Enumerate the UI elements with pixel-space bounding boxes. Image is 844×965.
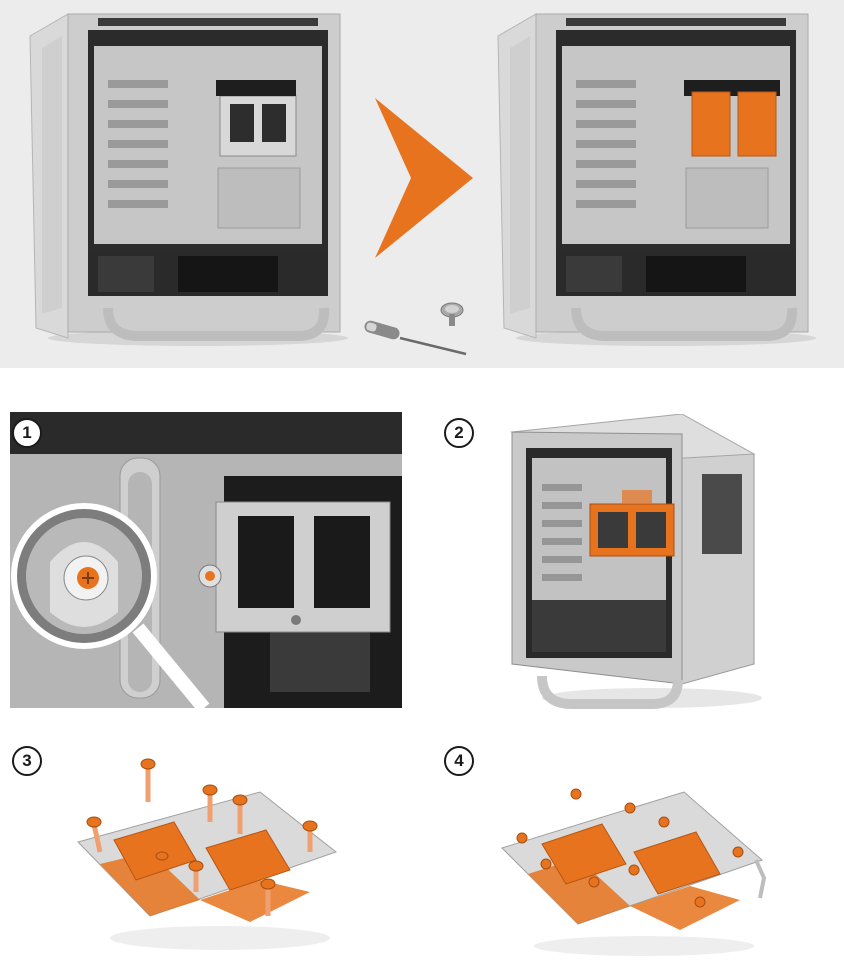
step-3-bracket-exploded-image xyxy=(70,752,350,952)
step-2-badge: 2 xyxy=(444,418,474,448)
case-before-image xyxy=(28,8,348,348)
step-1-badge: 1 xyxy=(12,418,42,448)
step-4-badge: 4 xyxy=(444,746,474,776)
step-4-bracket-assembled-image xyxy=(494,778,776,958)
step-1-closeup-image xyxy=(10,412,402,708)
thumbscrew-icon xyxy=(438,300,466,328)
step-3-badge: 3 xyxy=(12,746,42,776)
hero-banner xyxy=(0,0,844,368)
case-after-image xyxy=(496,8,816,348)
arrow-right-icon xyxy=(375,98,473,258)
step-1-panel xyxy=(10,412,402,708)
step-2-case-image xyxy=(502,414,772,710)
